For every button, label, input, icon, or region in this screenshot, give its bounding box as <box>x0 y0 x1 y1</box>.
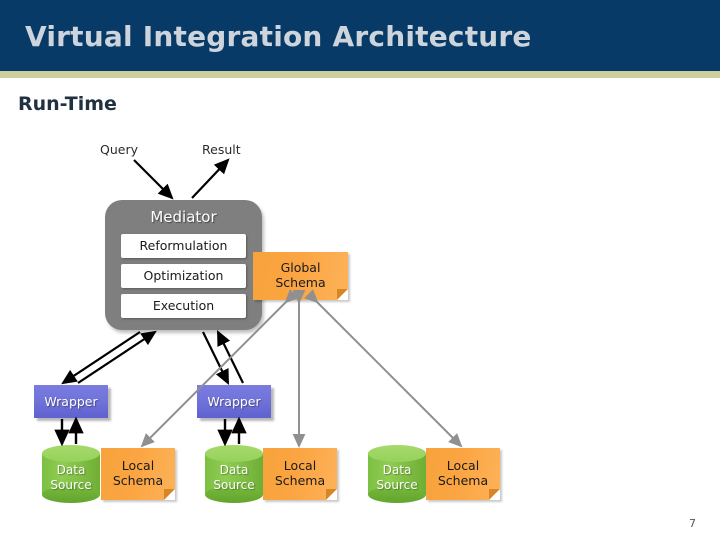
datasource-cylinder-3: Data Source <box>368 445 426 503</box>
datasource-label-1: Data Source <box>42 463 100 493</box>
datasource-line1: Data <box>56 463 86 477</box>
wrapper-box-2: Wrapper <box>197 385 271 418</box>
local-schema-label-2: Local Schema <box>263 458 337 488</box>
global-schema-note: Global Schema <box>253 252 348 300</box>
local-schema-line2: Schema <box>112 473 164 488</box>
datasource-label-2: Data Source <box>205 463 263 493</box>
folded-corner-cut-icon <box>326 489 337 500</box>
mediator-step-execution: Execution <box>121 294 246 318</box>
datasource-cylinder-1: Data Source <box>42 445 100 503</box>
local-schema-line2: Schema <box>437 473 489 488</box>
mediator-box: Mediator Reformulation Optimization Exec… <box>105 200 262 330</box>
arrow-wrapper-2-to-mediator <box>217 330 244 384</box>
datasource-cylinder-2: Data Source <box>205 445 263 503</box>
cylinder-bottom <box>205 486 263 503</box>
mediator-step-optimization: Optimization <box>121 264 246 288</box>
label-result: Result <box>202 142 241 157</box>
arrow-global-to-local-schema-3 <box>303 288 463 448</box>
local-schema-line2: Schema <box>274 473 326 488</box>
page-title: Virtual Integration Architecture <box>25 20 532 53</box>
wrapper-box-1: Wrapper <box>34 385 108 418</box>
global-schema-line2: Schema <box>275 275 326 290</box>
arrow-mediator-to-wrapper-2 <box>202 331 229 385</box>
local-schema-line1: Local <box>121 458 155 473</box>
local-schema-line1: Local <box>446 458 480 473</box>
label-query: Query <box>100 142 138 157</box>
datasource-line2: Source <box>376 478 418 492</box>
mediator-title: Mediator <box>150 208 217 226</box>
local-schema-note-2: Local Schema <box>263 448 337 500</box>
local-schema-note-3: Local Schema <box>426 448 500 500</box>
folded-corner-cut-icon <box>489 489 500 500</box>
local-schema-line1: Local <box>283 458 317 473</box>
datasource-line1: Data <box>219 463 249 477</box>
cylinder-top <box>205 445 263 462</box>
header-band <box>0 0 720 71</box>
local-schema-label-3: Local Schema <box>426 458 500 488</box>
datasource-line2: Source <box>213 478 255 492</box>
section-heading: Run-Time <box>18 93 117 115</box>
cylinder-top <box>368 445 426 462</box>
arrow-mediator-to-wrapper-1 <box>61 331 141 385</box>
cylinder-bottom <box>368 486 426 503</box>
local-schema-note-1: Local Schema <box>101 448 175 500</box>
datasource-label-3: Data Source <box>368 463 426 493</box>
datasource-line1: Data <box>382 463 412 477</box>
global-schema-line1: Global <box>280 260 321 275</box>
folded-corner-cut-icon <box>164 489 175 500</box>
cylinder-top <box>42 445 100 462</box>
datasource-line2: Source <box>50 478 92 492</box>
local-schema-label-1: Local Schema <box>101 458 175 488</box>
cylinder-bottom <box>42 486 100 503</box>
header-accent-stripe <box>0 71 720 78</box>
mediator-step-reformulation: Reformulation <box>121 234 246 258</box>
arrow-query <box>133 159 174 200</box>
folded-corner-cut-icon <box>337 289 348 300</box>
arrow-result <box>191 158 230 199</box>
page-number: 7 <box>689 517 696 530</box>
arrow-wrapper-1-to-mediator <box>77 330 157 384</box>
global-schema-label: Global Schema <box>253 260 348 290</box>
